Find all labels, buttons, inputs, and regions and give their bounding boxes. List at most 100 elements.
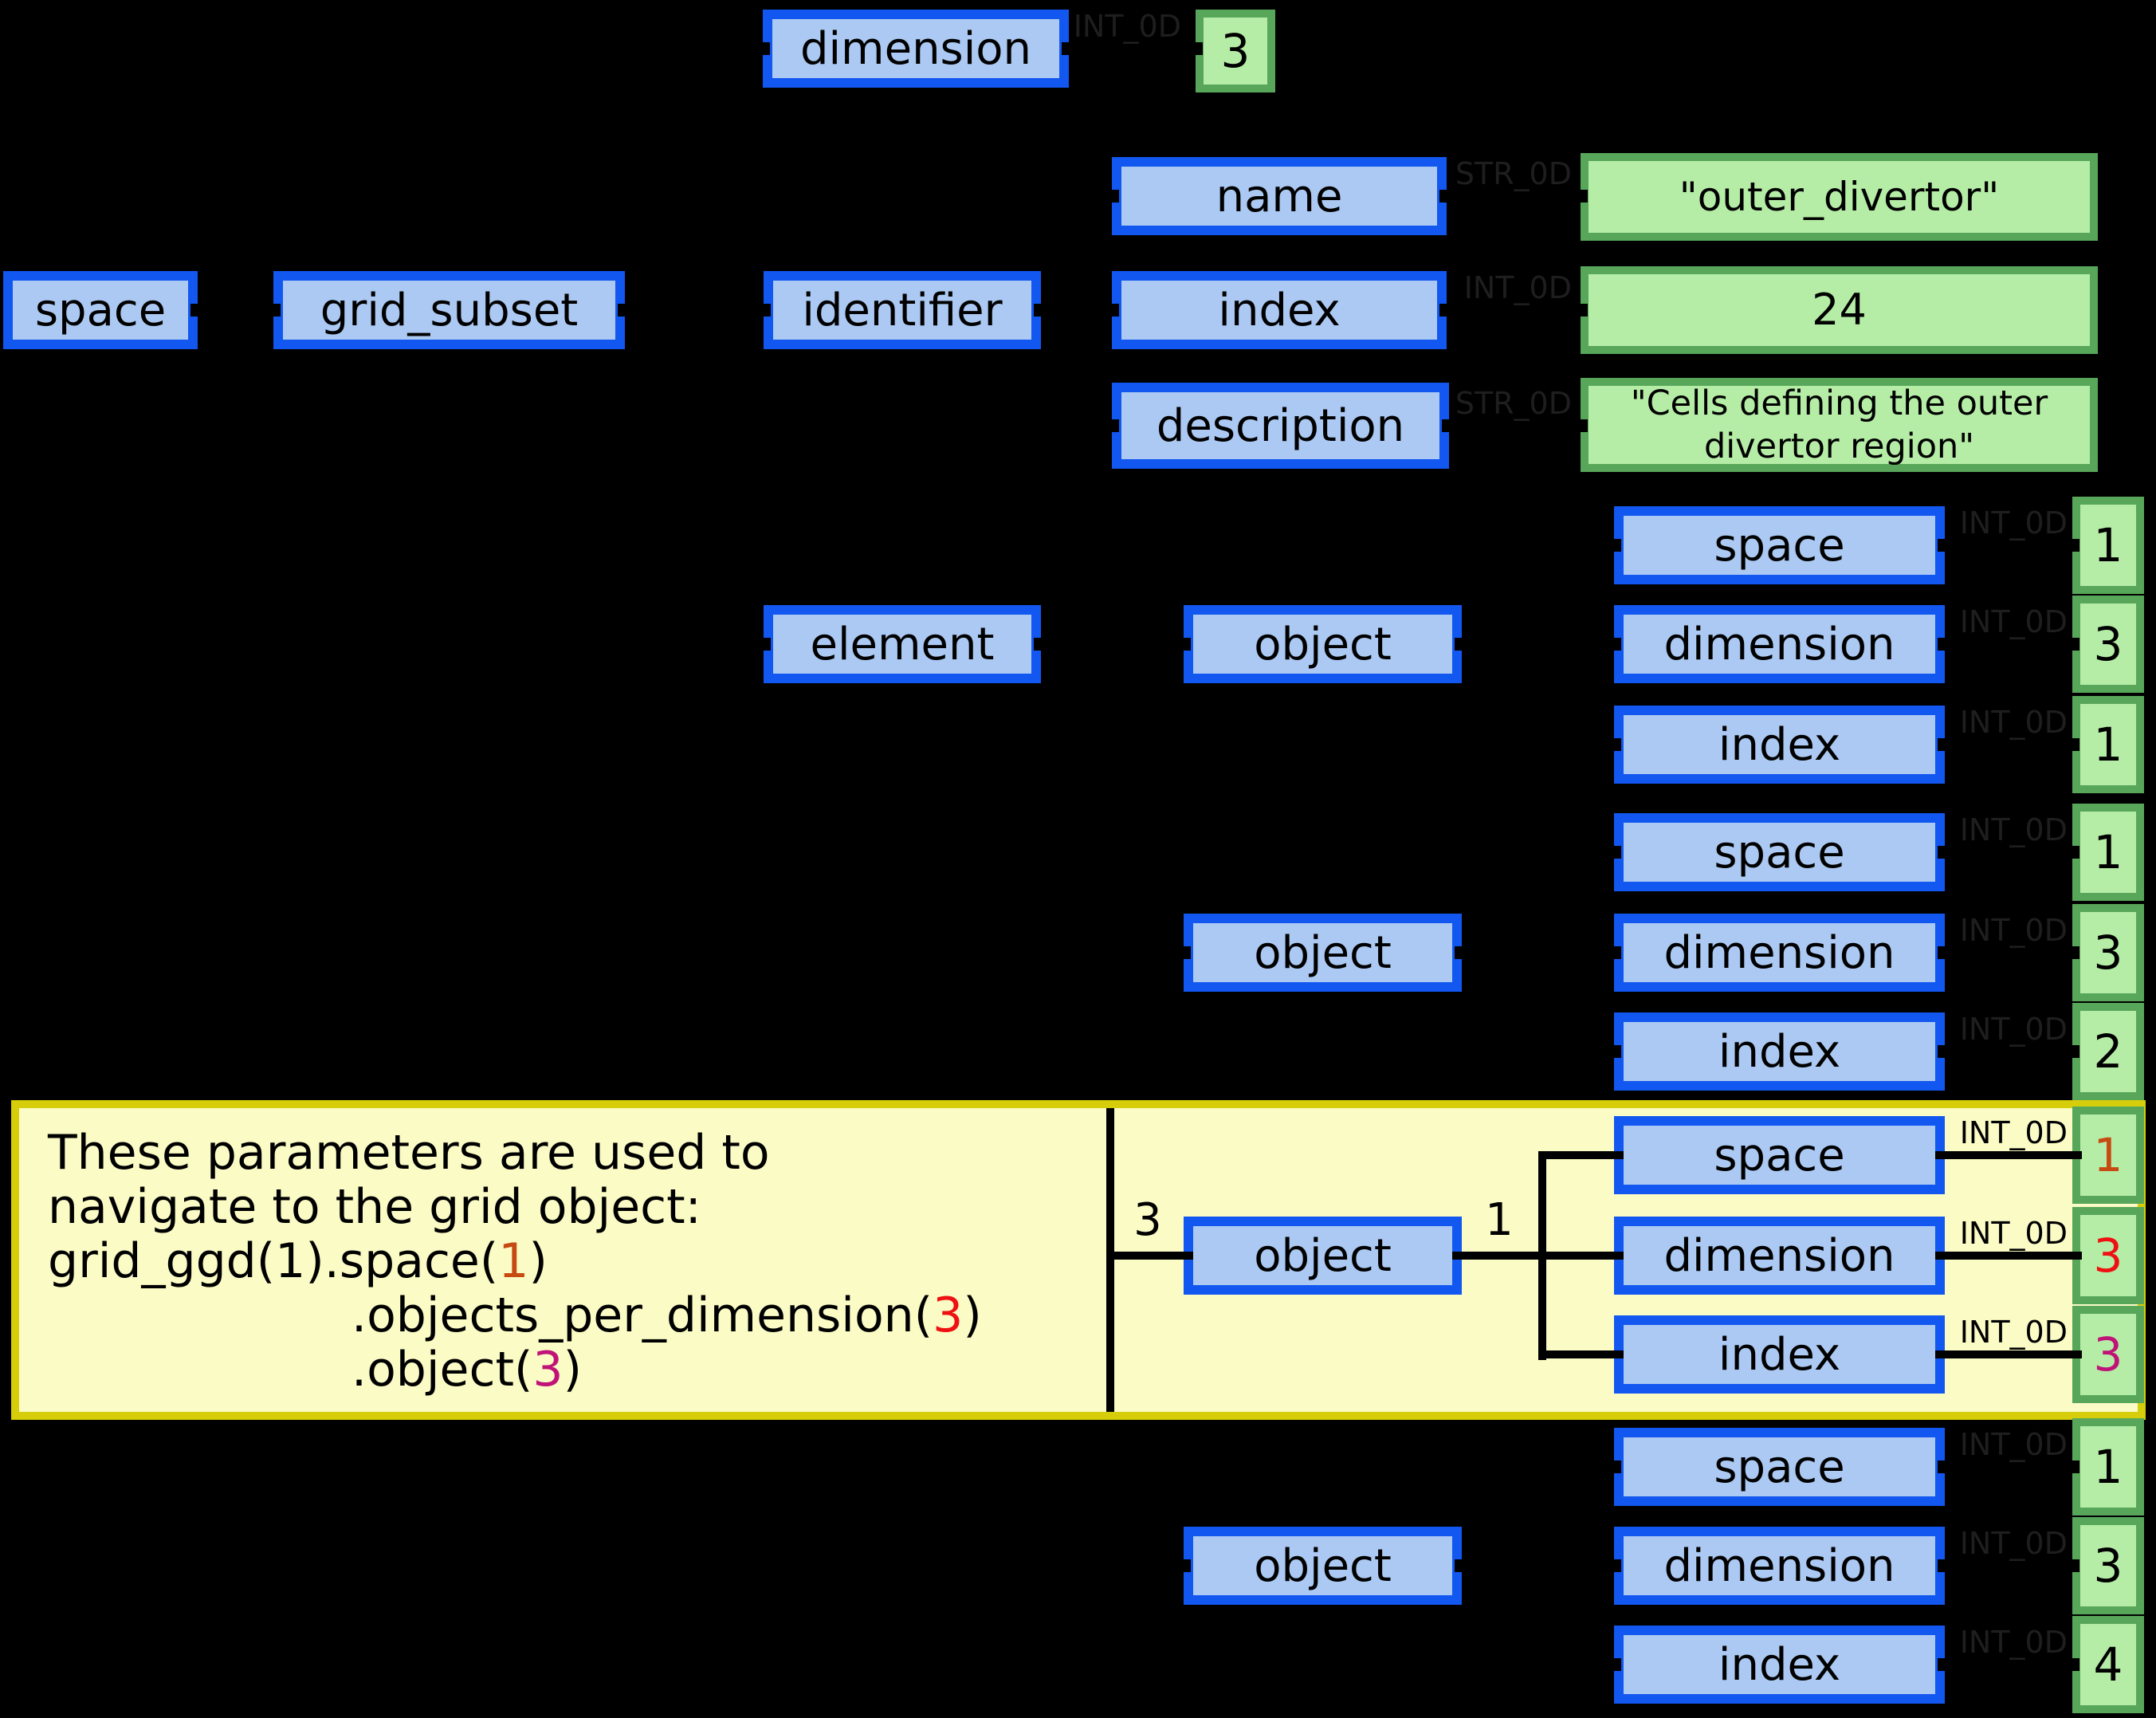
type-label-obj3-index: INT_0D (1959, 1315, 2068, 1350)
value-index-identifier: 24 (1581, 266, 2098, 354)
edge-line (1538, 1252, 1624, 1260)
type-label-obj1-dimension: INT_0D (1959, 604, 2068, 639)
edge-attachment-nub (1607, 946, 1621, 959)
node-object-4-index: index (1614, 1626, 1945, 1704)
edge-attachment-nub (2065, 1460, 2079, 1473)
edge-attachment-nub (1938, 638, 1952, 651)
value-object-2-index: 2 (2072, 1003, 2144, 1100)
note-code: ) (563, 1342, 582, 1398)
note-code: ) (528, 1233, 548, 1289)
value-object-3-space: 1 (2072, 1107, 2144, 1204)
type-label-obj2-dimension: INT_0D (1959, 913, 2068, 948)
edge-attachment-nub (2065, 1559, 2079, 1572)
edge-line (1106, 1108, 1114, 1412)
edge-line (1935, 1252, 2082, 1260)
edge-attachment-nub (1442, 419, 1456, 432)
type-label-obj1-space: INT_0D (1959, 505, 2068, 541)
type-label-obj2-space: INT_0D (1959, 812, 2068, 847)
note-line-1: These parameters are used to (48, 1125, 770, 1181)
value-object-2-space: 1 (2072, 804, 2144, 901)
node-object-1-index: index (1614, 706, 1945, 784)
edge-attachment-nub (1439, 190, 1454, 202)
edge-attachment-nub (1607, 846, 1621, 859)
edge-attachment-nub (1439, 304, 1454, 316)
type-label-description: STR_0D (1455, 386, 1572, 421)
node-object-1-dimension: dimension (1614, 605, 1945, 683)
value-object-4-dimension: 3 (2072, 1517, 2144, 1614)
edge-attachment-nub (1105, 190, 1119, 202)
edge-attachment-nub (1938, 946, 1952, 959)
edge-attachment-nub (1607, 738, 1621, 751)
edge-attachment-nub (1455, 1559, 1469, 1572)
edge-line (1538, 1350, 1624, 1358)
type-label-obj2-index: INT_0D (1959, 1012, 2068, 1047)
edge-line (1935, 1350, 2082, 1358)
edge-attachment-nub (1607, 1045, 1621, 1058)
type-label-obj3-space: INT_0D (1959, 1115, 2068, 1150)
edge-attachment-nub (1034, 638, 1048, 651)
edge-attachment-nub (756, 638, 771, 651)
edge-attachment-nub (1105, 419, 1119, 432)
value-dimension-root: 3 (1196, 10, 1275, 92)
edge-line (1452, 1252, 1546, 1260)
edge-attachment-nub (1938, 1460, 1952, 1473)
node-object-2-dimension: dimension (1614, 914, 1945, 992)
type-label-index-identifier: INT_0D (1463, 270, 1572, 305)
node-name: name (1112, 157, 1447, 235)
edge-line (1106, 1252, 1193, 1260)
edge-attachment-nub (1455, 638, 1469, 651)
node-object-1-space: space (1614, 506, 1945, 584)
edge-attachment-nub (1938, 1559, 1952, 1572)
edge-attachment-nub (2065, 638, 2079, 651)
node-object-3-space: space (1614, 1116, 1945, 1194)
note-line-2: navigate to the grid object: (48, 1179, 701, 1235)
edge-attachment-nub (1607, 1658, 1621, 1671)
edge-attachment-nub (618, 304, 632, 316)
node-object-3-dimension: dimension (1614, 1217, 1945, 1295)
edge-attachment-nub (1938, 738, 1952, 751)
edge-attachment-nub (756, 304, 771, 316)
edge-attachment-nub (1607, 638, 1621, 651)
edge-count-label-in: 3 (1133, 1194, 1162, 1246)
type-label-dimension-root: INT_0D (1073, 9, 1181, 44)
edge-attachment-nub (1938, 1658, 1952, 1671)
value-object-3-dimension: 3 (2072, 1207, 2144, 1304)
edge-attachment-nub (2065, 738, 2079, 751)
edge-attachment-nub (2065, 946, 2079, 959)
node-object-4: object (1184, 1527, 1462, 1605)
type-label-obj4-space: INT_0D (1959, 1427, 2068, 1462)
value-name: "outer_divertor" (1581, 153, 2098, 241)
node-object-1: object (1184, 605, 1462, 683)
note-object-arg: 3 (532, 1342, 564, 1398)
value-description: "Cells defining the outer divertor regio… (1581, 378, 2098, 472)
edge-line (1538, 1151, 1624, 1159)
value-object-4-space: 1 (2072, 1418, 2144, 1516)
node-object-2: object (1184, 914, 1462, 992)
note-line-3: grid_ggd(1).space(1) (48, 1234, 548, 1288)
node-object-2-space: space (1614, 813, 1945, 891)
edge-attachment-nub (2065, 1658, 2079, 1671)
node-object-2-index: index (1614, 1012, 1945, 1091)
type-label-obj3-dimension: INT_0D (1959, 1216, 2068, 1251)
edge-attachment-nub (1105, 304, 1119, 316)
note-dimension-arg: 3 (933, 1288, 964, 1343)
edge-attachment-nub (1607, 539, 1621, 552)
edge-attachment-nub (1176, 1559, 1191, 1572)
edge-attachment-nub (1188, 42, 1203, 55)
type-label-name: STR_0D (1455, 156, 1572, 191)
edge-attachment-nub (1607, 1559, 1621, 1572)
edge-attachment-nub (190, 304, 205, 316)
edge-attachment-nub (1176, 638, 1191, 651)
edge-attachment-nub (1062, 42, 1076, 55)
description-value-line1: "Cells defining the outer (1630, 383, 2048, 423)
node-index-identifier: index (1112, 271, 1447, 349)
value-object-1-index: 1 (2072, 696, 2144, 793)
type-label-obj4-dimension: INT_0D (1959, 1526, 2068, 1561)
edge-attachment-nub (756, 42, 770, 55)
edge-attachment-nub (1938, 846, 1952, 859)
node-object-4-dimension: dimension (1614, 1527, 1945, 1605)
edge-attachment-nub (1455, 946, 1469, 959)
node-object-3: object (1184, 1217, 1462, 1295)
edge-attachment-nub (2065, 1045, 2079, 1058)
edge-attachment-nub (1938, 539, 1952, 552)
